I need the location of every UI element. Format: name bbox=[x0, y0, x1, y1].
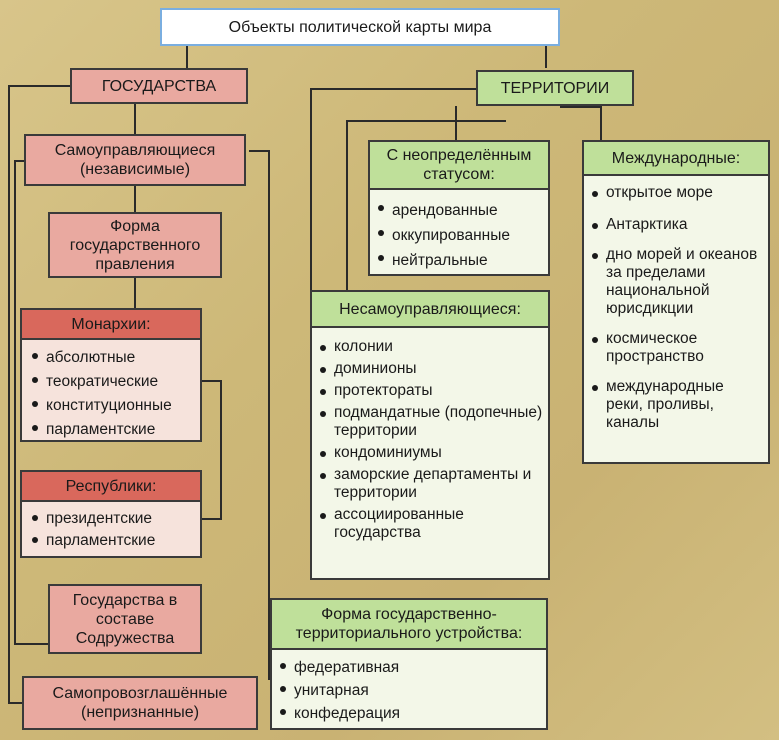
connector-territories-intl bbox=[600, 106, 602, 142]
list-item: доминионы bbox=[316, 360, 544, 378]
international-header: Международные: bbox=[582, 140, 770, 176]
connector-commonwealth-h bbox=[14, 643, 48, 645]
connector-form-down bbox=[134, 278, 136, 308]
non-self-governing-header: Несамоуправляющиеся: bbox=[310, 290, 550, 328]
undetermined-header: С неопределённым статусом: bbox=[368, 140, 550, 190]
territorial-structure-header: Форма государственно-территориального ус… bbox=[270, 598, 548, 650]
list-item: парламентские bbox=[28, 530, 194, 552]
monarchies-header: Монархии: bbox=[20, 308, 202, 340]
list-item: дно морей и океанов за пределами национа… bbox=[588, 246, 764, 318]
states-header: ГОСУДАРСТВА bbox=[70, 68, 248, 104]
connector-selfgov-form bbox=[134, 186, 136, 212]
list-item: теократические bbox=[28, 370, 194, 394]
connector-bracket-v bbox=[220, 380, 222, 518]
list-item: колонии bbox=[316, 338, 544, 356]
connector-territories-undet bbox=[455, 106, 457, 142]
list-item: конфедерация bbox=[276, 702, 542, 725]
connector-title-territories bbox=[545, 46, 547, 68]
connector-title-states bbox=[186, 46, 188, 68]
connector-states-left bbox=[8, 85, 70, 87]
territorial-structure-items: федеративная унитарная конфедерация bbox=[276, 656, 542, 725]
list-item: ассоциированные государства bbox=[316, 506, 544, 542]
form-of-government-box: Форма государственного правления bbox=[48, 212, 222, 278]
undetermined-items: арендованные оккупированные нейтральные bbox=[374, 198, 544, 273]
connector-bracket-rep bbox=[202, 518, 222, 520]
monarchies-items: абсолютные теократические конституционны… bbox=[28, 346, 194, 442]
connector-territories-spine bbox=[310, 88, 312, 290]
undetermined-header-text: С неопределённым статусом: bbox=[386, 147, 532, 183]
list-item: нейтральные bbox=[374, 248, 544, 273]
connector-undetermined bbox=[346, 120, 348, 290]
international-header-text: Международные: bbox=[611, 149, 741, 167]
connector-structure-top bbox=[249, 150, 270, 152]
list-item: президентские bbox=[28, 508, 194, 530]
self-proclaimed-text: Самопровозглашённые (непризнанные) bbox=[52, 685, 228, 721]
list-item: заморские департаменты и территории bbox=[316, 466, 544, 502]
list-item: Антарктика bbox=[588, 216, 764, 234]
list-item: федеративная bbox=[276, 656, 542, 679]
list-item: унитарная bbox=[276, 679, 542, 702]
republics-items: президентские парламентские bbox=[28, 508, 194, 552]
non-self-governing-items: колонии доминионы протектораты подмандат… bbox=[316, 338, 544, 542]
connector-left-selfproclaimed bbox=[8, 702, 22, 704]
list-item: парламентские bbox=[28, 418, 194, 442]
list-item: арендованные bbox=[374, 198, 544, 223]
self-proclaimed-box: Самопровозглашённые (непризнанные) bbox=[22, 676, 258, 730]
undetermined-list: арендованные оккупированные нейтральные bbox=[368, 188, 550, 276]
states-header-text: ГОСУДАРСТВА bbox=[101, 77, 217, 95]
international-items: открытое море Антарктика дно морей и оке… bbox=[588, 184, 764, 432]
republics-header-text: Республики: bbox=[65, 477, 157, 495]
connector-bracket-mon bbox=[202, 380, 222, 382]
list-item: кондоминиумы bbox=[316, 444, 544, 462]
international-list: открытое море Антарктика дно морей и оке… bbox=[582, 174, 770, 464]
list-item: конституционные bbox=[28, 394, 194, 418]
connector-states-selfgov bbox=[134, 104, 136, 134]
self-governing-box: Самоуправляющиеся (независимые) bbox=[24, 134, 246, 186]
commonwealth-text: Государства в составе Содружества bbox=[72, 591, 178, 647]
monarchies-header-text: Монархии: bbox=[71, 315, 151, 333]
connector-structure-spine bbox=[268, 150, 270, 680]
republics-list: президентские парламентские bbox=[20, 500, 202, 558]
list-item: протектораты bbox=[316, 382, 544, 400]
list-item: абсолютные bbox=[28, 346, 194, 370]
list-item: космическое пространство bbox=[588, 330, 764, 366]
list-item: оккупированные bbox=[374, 223, 544, 248]
non-self-governing-header-text: Несамоуправляющиеся: bbox=[339, 300, 521, 318]
republics-header: Республики: bbox=[20, 470, 202, 502]
connector-territories-h bbox=[310, 88, 476, 90]
diagram-title-text: Объекты политической карты мира bbox=[228, 18, 492, 36]
territorial-structure-list: федеративная унитарная конфедерация bbox=[270, 648, 548, 730]
commonwealth-box: Государства в составе Содружества bbox=[48, 584, 202, 654]
territorial-structure-header-text: Форма государственно-территориального ус… bbox=[295, 606, 523, 642]
connector-selfgov-left-h bbox=[14, 160, 24, 162]
list-item: открытое море bbox=[588, 184, 764, 202]
diagram-title: Объекты политической карты мира bbox=[160, 8, 560, 46]
territories-header-text: ТЕРРИТОРИИ bbox=[500, 79, 610, 97]
list-item: международные реки, проливы, каналы bbox=[588, 378, 764, 432]
non-self-governing-list: колонии доминионы протектораты подмандат… bbox=[310, 326, 550, 580]
territories-header: ТЕРРИТОРИИ bbox=[476, 70, 634, 106]
connector-territories-intl-h bbox=[560, 106, 602, 108]
monarchies-list: абсолютные теократические конституционны… bbox=[20, 338, 202, 442]
form-of-government-text: Форма государственного правления bbox=[69, 217, 201, 273]
connector-undetermined-h bbox=[346, 120, 506, 122]
connector-left-spine bbox=[8, 85, 10, 703]
connector-selfgov-left bbox=[14, 160, 16, 644]
self-governing-text: Самоуправляющиеся (независимые) bbox=[54, 142, 216, 178]
list-item: подмандатные (подопечные) территории bbox=[316, 404, 544, 440]
